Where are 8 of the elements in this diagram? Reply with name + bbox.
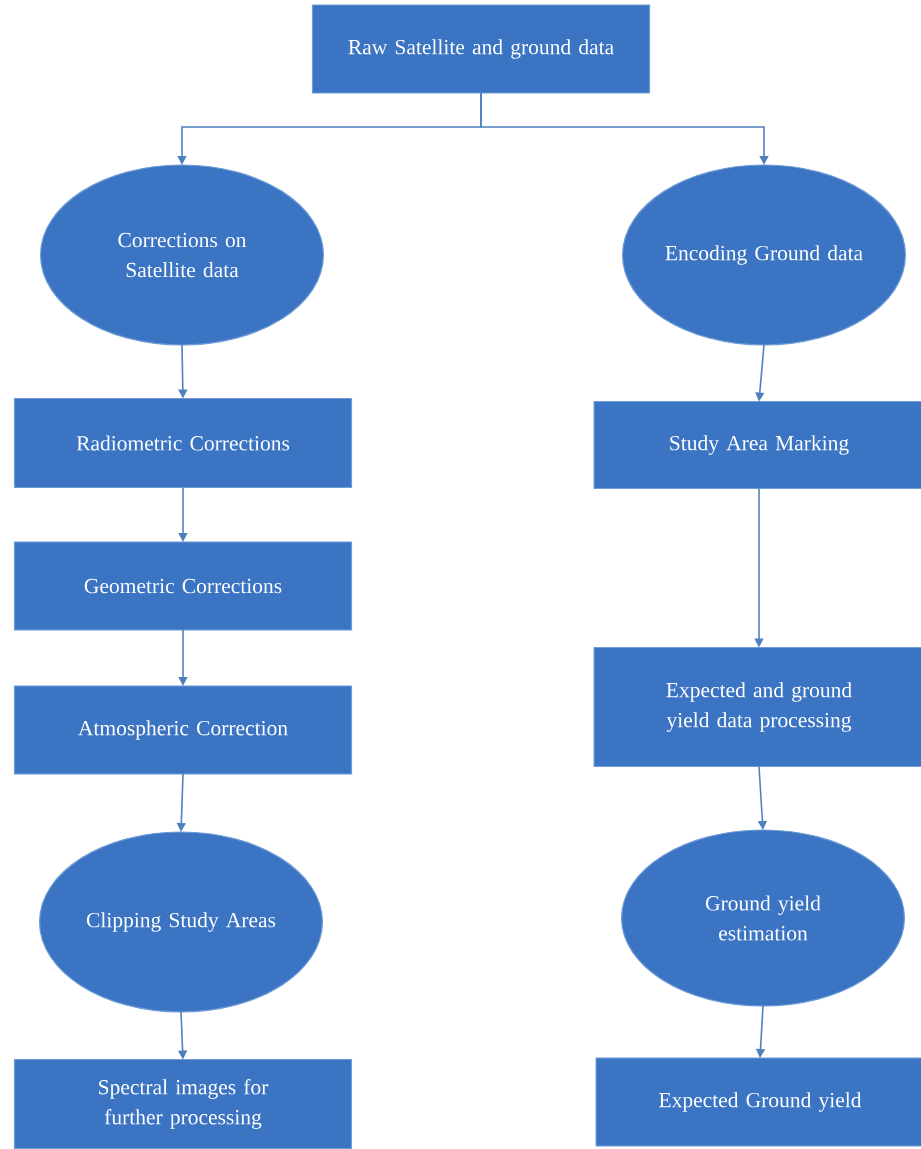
process-box: Spectral images for further processing: [13, 1058, 353, 1149]
process-box: Study Area Marking: [593, 400, 921, 490]
process-box: Radiometric Corrections: [13, 397, 353, 489]
process-box: Expected Ground yield: [595, 1057, 921, 1147]
process-box: Expected and ground yield data processing: [593, 646, 921, 768]
process-box: Atmospheric Correction: [13, 685, 353, 775]
process-box: Geometric Corrections: [13, 541, 353, 631]
process-box: Raw Satellite and ground data: [311, 4, 651, 94]
